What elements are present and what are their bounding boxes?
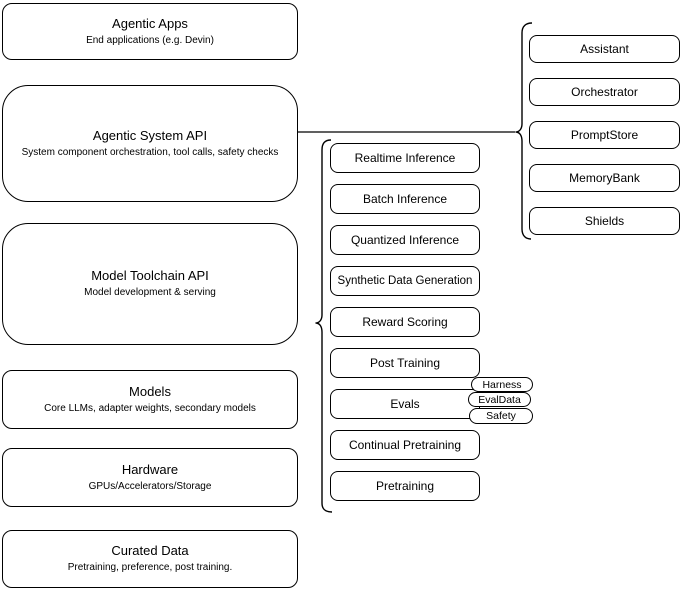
node-label: Reward Scoring (362, 315, 448, 329)
tag-evaldata: EvalData (468, 392, 531, 407)
node-label: Pretraining (375, 479, 435, 493)
node-title: Curated Data (111, 543, 189, 558)
node-quantized-inference: Quantized Inference (330, 225, 480, 255)
node-evals: Evals (330, 389, 480, 419)
node-agentic-apps: Agentic Apps End applications (e.g. Devi… (2, 3, 298, 60)
node-assistant: Assistant (529, 35, 680, 63)
node-label: Realtime Inference (354, 151, 456, 165)
node-models: Models Core LLMs, adapter weights, secon… (2, 370, 298, 429)
tag-label: EvalData (478, 393, 521, 406)
node-subtitle: System component orchestration, tool cal… (21, 146, 279, 158)
node-synthetic-data-generation: Synthetic Data Generation (330, 266, 480, 296)
brace-toolchain-services (315, 139, 333, 513)
node-title: Agentic System API (92, 127, 208, 143)
node-hardware: Hardware GPUs/Accelerators/Storage (2, 448, 298, 507)
node-title: Models (129, 383, 171, 399)
node-post-training: Post Training (330, 348, 480, 378)
node-label: Continual Pretraining (348, 438, 462, 452)
node-subtitle: Pretraining, preference, post training. (67, 562, 233, 573)
node-reward-scoring: Reward Scoring (330, 307, 480, 337)
node-curated-data: Curated Data Pretraining, preference, po… (2, 530, 298, 588)
node-label: Quantized Inference (350, 233, 460, 247)
node-continual-pretraining: Continual Pretraining (330, 430, 480, 460)
node-label: Synthetic Data Generation (337, 275, 473, 287)
node-orchestrator: Orchestrator (529, 78, 680, 106)
node-subtitle: GPUs/Accelerators/Storage (88, 480, 212, 492)
node-label: MemoryBank (569, 171, 640, 185)
node-label: Batch Inference (362, 192, 448, 206)
node-label: PromptStore (570, 128, 639, 142)
node-subtitle: End applications (e.g. Devin) (86, 34, 214, 46)
tag-safety: Safety (469, 408, 533, 424)
tag-harness: Harness (471, 377, 533, 392)
node-label: Post Training (369, 356, 441, 370)
node-title: Hardware (121, 461, 179, 477)
node-realtime-inference: Realtime Inference (330, 143, 480, 173)
tag-label: Harness (482, 378, 522, 391)
node-subtitle: Core LLMs, adapter weights, secondary mo… (44, 402, 256, 414)
node-promptstore: PromptStore (529, 121, 680, 149)
node-batch-inference: Batch Inference (330, 184, 480, 214)
node-model-toolchain-api: Model Toolchain API Model development & … (2, 223, 298, 345)
tag-label: Safety (486, 410, 516, 422)
node-title: Model Toolchain API (91, 268, 209, 283)
node-title: Agentic Apps (112, 15, 188, 31)
brace-system-components (515, 22, 533, 240)
node-label: Shields (584, 214, 625, 228)
node-memorybank: MemoryBank (529, 164, 680, 192)
node-agentic-system-api: Agentic System API System component orch… (2, 85, 298, 202)
node-label: Assistant (580, 42, 629, 56)
node-label: Orchestrator (571, 85, 638, 99)
node-shields: Shields (529, 207, 680, 235)
node-pretraining: Pretraining (330, 471, 480, 501)
node-label: Evals (390, 397, 420, 411)
node-subtitle: Model development & serving (84, 287, 216, 298)
